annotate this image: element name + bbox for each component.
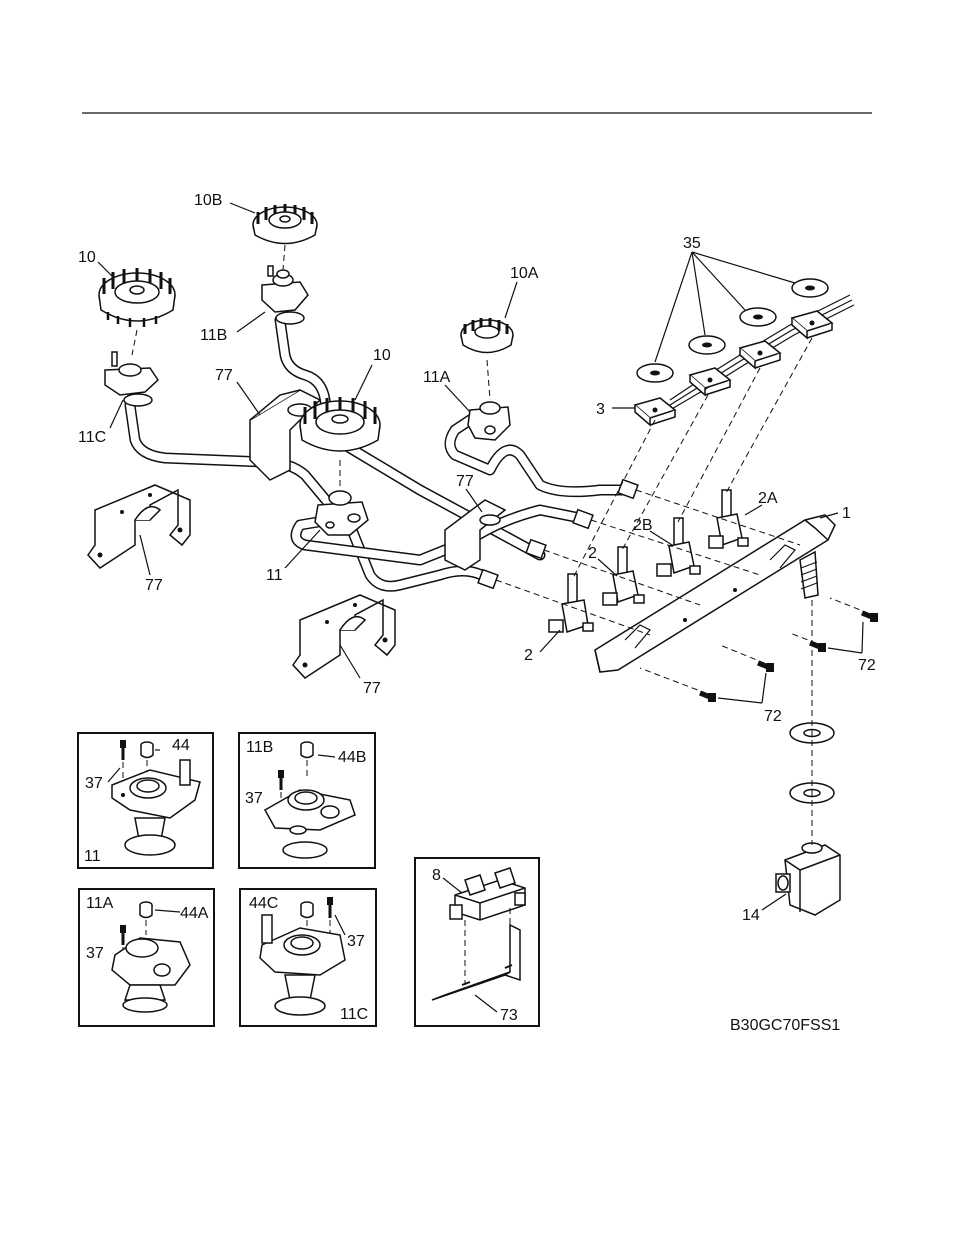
burner-10A [460,318,514,354]
label-77-lower: 77 [363,680,381,697]
label-2-lower: 2 [524,647,533,664]
pressure-regulator-14 [775,842,841,916]
inset-11C-label-cap: 44C [249,895,278,912]
valve-2B [656,517,701,577]
knob-seals-35 [636,278,829,383]
screw-72-d [861,610,878,622]
label-2-upper: 2 [588,545,597,562]
burner-10-left [98,268,176,327]
gas-tubes [124,314,639,592]
label-2B: 2B [633,517,653,534]
label-77-mid: 77 [456,473,474,490]
inset-11A: 44A 37 11A [78,888,215,1027]
spark-switch-1 [633,397,677,427]
inset-11B-label-screw: 37 [245,790,263,807]
valve-2-upper [602,546,645,606]
spark-switch-3 [738,340,782,370]
inset-11-label-screw: 37 [85,775,103,792]
inset-label-8: 8 [432,867,441,884]
bracket-77-lower [292,594,396,679]
label-11: 11 [266,567,283,584]
valve-2A [708,489,749,549]
inset-11B-label-cap: 44B [338,749,366,766]
inset-11: 44 37 11 [77,732,214,869]
label-10A: 10A [510,265,539,282]
label-10B: 10B [194,192,222,209]
inset-11-label-id: 11 [84,848,101,865]
label-11B: 11B [200,327,227,344]
label-72-right: 72 [858,657,876,674]
valve-2-lower [548,573,594,633]
inset-11B: 44B 37 11B [238,732,376,869]
label-77-upper: 77 [215,367,233,384]
label-77-left: 77 [145,577,163,594]
label-72-left: 72 [764,708,782,725]
label-3: 3 [596,401,605,418]
label-2A: 2A [758,490,778,507]
inset-spark-module: 8 73 [414,857,540,1027]
spark-switch-2 [688,367,732,397]
manifold-1 [594,514,836,673]
leader-lines [97,202,864,911]
screw-72-b [757,660,774,672]
label-10-left: 10 [78,249,96,266]
assembly-lines [131,244,879,845]
label-35: 35 [683,235,701,252]
inset-11A-label-screw: 37 [86,945,104,962]
inset-11B-label-id: 11B [246,739,273,756]
label-11A: 11A [423,369,451,386]
inset-11C-label-screw: 37 [347,933,365,950]
screw-72-a [699,690,716,702]
label-11C: 11C [78,429,106,446]
inset-label-73: 73 [500,1007,518,1024]
inset-11A-label-id: 11A [86,895,114,912]
inset-11C: 44C 37 11C [239,888,377,1027]
drawing-code: B30GC70FSS1 [730,1017,840,1034]
burner-base-11C [104,351,159,407]
inset-11C-label-id: 11C [340,1006,368,1023]
burner-base-11 [314,490,369,536]
label-10-center: 10 [373,347,391,364]
inset-11-label-cap: 44 [172,737,190,754]
burner-10B [252,204,318,245]
label-1: 1 [842,505,851,522]
part-labels: 10B 10 10 10A 35 11B 77 11A 3 11C 77 77 … [78,192,876,1034]
label-14: 14 [742,907,760,924]
burner-10-center [299,397,381,452]
bracket-77-mid [444,499,507,571]
bracket-77-left [87,484,191,569]
burner-base-11A [467,401,511,441]
burner-base-11B [261,265,309,325]
inset-11A-label-cap: 44A [180,905,209,922]
spark-switch-4 [790,310,834,340]
